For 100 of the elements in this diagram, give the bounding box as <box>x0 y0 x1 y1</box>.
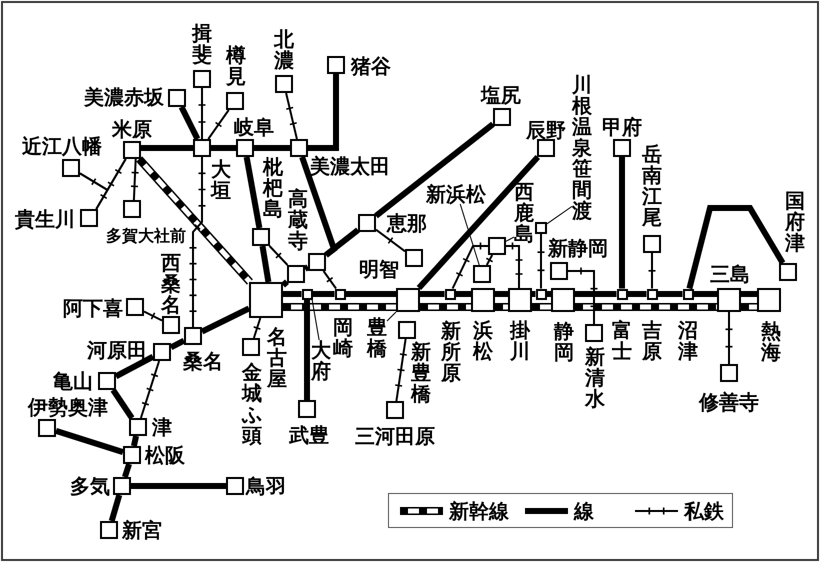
striped-rail-line <box>741 303 757 311</box>
station-name: 河原田 <box>87 340 147 360</box>
station-name: 明智 <box>359 259 399 279</box>
rail-line <box>575 291 616 297</box>
rail-line <box>619 157 625 288</box>
station-name: 静岡 <box>554 321 574 363</box>
rail-line <box>283 291 302 297</box>
station-square <box>287 265 305 283</box>
station-name: 熱海 <box>761 321 781 363</box>
station-square <box>473 265 491 283</box>
rail-line <box>420 291 444 297</box>
ticked-rail-line <box>268 245 288 266</box>
ticked-rail-line <box>207 109 230 140</box>
rail-line <box>131 483 226 489</box>
station-name: 津 <box>152 417 172 437</box>
station-name: 新静岡 <box>548 238 608 258</box>
rail-line <box>495 291 508 297</box>
station-name: 新所原 <box>441 320 461 384</box>
station-square <box>535 222 547 234</box>
legend-label: 線 <box>574 500 594 522</box>
rail-line <box>741 291 757 297</box>
station-name: 新宮 <box>122 520 162 540</box>
legend-label: 新幹線 <box>449 500 509 522</box>
station-square <box>536 288 546 300</box>
station-name: 大垣 <box>211 159 231 201</box>
striped-rail-line <box>420 303 471 311</box>
station-name: 貴生川 <box>15 209 75 229</box>
station-name: 新浜松 <box>426 184 486 204</box>
rail-line <box>122 463 132 478</box>
leader-line <box>312 299 320 340</box>
ticked-rail-line <box>140 360 160 418</box>
rail-line <box>141 145 193 151</box>
ticked-rail-line <box>540 234 542 288</box>
ticked-rail-line <box>568 270 595 324</box>
station-name: 多賀大社前 <box>106 228 186 244</box>
rail-line <box>628 291 646 297</box>
rail-line <box>130 435 140 447</box>
station-name: 岳南江尾 <box>642 144 662 228</box>
rail-line <box>244 156 262 229</box>
ticked-rail-line <box>132 158 137 200</box>
station-name: 鳥羽 <box>246 476 286 496</box>
ticked-rail-line <box>252 318 262 338</box>
striped-rail-line <box>283 303 396 311</box>
leader-line <box>460 204 480 266</box>
station-name: 枇杷島 <box>263 156 283 220</box>
striped-rail-line <box>575 303 717 311</box>
station-name: 掛川 <box>510 320 530 362</box>
station-name: 武豊 <box>289 425 329 445</box>
station-name: 猪谷 <box>351 56 391 76</box>
station-name: 甲府 <box>602 117 642 137</box>
station-name: 辰野 <box>526 120 566 140</box>
station-name: 西桑名 <box>161 252 181 316</box>
station-name: 美濃太田 <box>310 156 390 176</box>
rail-line <box>55 428 124 455</box>
rail-line <box>254 145 290 151</box>
station-square <box>302 288 312 300</box>
station-name: 国府津 <box>785 190 805 254</box>
rail-line <box>299 156 338 258</box>
striped-rail-line <box>495 303 508 311</box>
station-name: 伊勢奥津 <box>28 397 108 417</box>
station-name: 松阪 <box>145 445 185 465</box>
station-square <box>396 288 420 312</box>
station-name: 富士 <box>612 320 632 362</box>
rail-line <box>200 306 250 334</box>
rail-line <box>110 388 134 420</box>
station-name: 西鹿島 <box>514 182 534 244</box>
station-name: 三河田原 <box>355 426 435 446</box>
rail-line <box>374 122 495 218</box>
rail-line <box>324 228 360 258</box>
ticked-rail-line <box>728 312 730 364</box>
leader-line <box>546 206 572 224</box>
station-name: 新清水 <box>585 346 605 410</box>
rail-line <box>108 494 122 522</box>
ticked-rail-line <box>322 270 337 290</box>
ticked-rail-line <box>452 245 488 289</box>
ticked-rail-line <box>285 92 298 140</box>
station-name: 桑名 <box>183 351 223 371</box>
ticked-rail-line <box>395 338 407 402</box>
station-name: 新豊橋 <box>411 342 431 404</box>
station-name: 岡崎 <box>333 317 353 359</box>
rail-line <box>346 291 396 297</box>
rail-line <box>211 145 236 151</box>
station-name: 金城ふ頭 <box>242 362 262 446</box>
ticked-rail-line <box>192 157 203 327</box>
station-name: 樽見 <box>226 45 246 87</box>
station-name: 北濃 <box>274 29 294 71</box>
station-name: 塩尻 <box>481 85 521 105</box>
rail-line <box>308 74 339 151</box>
legend-label: 私鉄 <box>684 500 724 522</box>
leader-line <box>386 312 396 322</box>
rail-line <box>686 205 786 290</box>
ticked-rail-line <box>506 245 520 288</box>
station-name: 吉原 <box>642 320 662 362</box>
station-name: 浜松 <box>473 320 493 362</box>
station-name: 恵那 <box>387 213 427 233</box>
station-name: 揖斐 <box>192 23 212 65</box>
station-name: 岐阜 <box>234 117 274 137</box>
station-name: 美濃赤坂 <box>84 87 164 107</box>
station-name: 三島 <box>710 264 750 284</box>
station-name: 米原 <box>112 119 152 139</box>
